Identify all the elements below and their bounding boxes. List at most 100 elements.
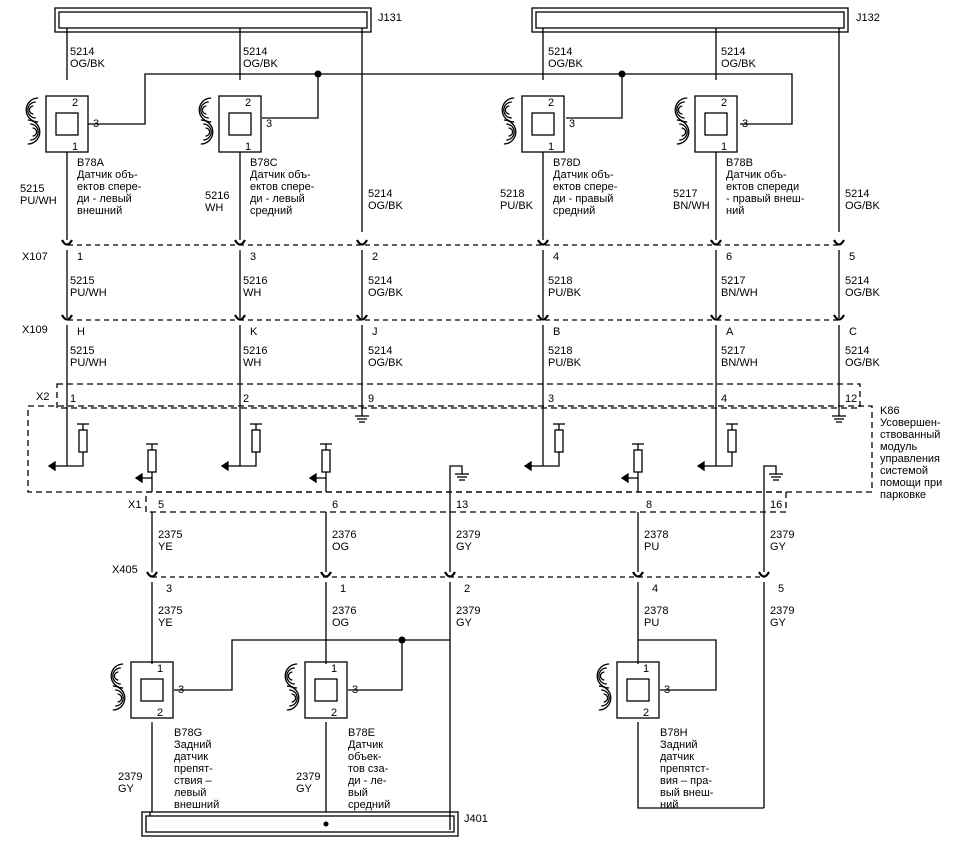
pin-label: 3 [664, 684, 670, 696]
sensor-description: вый внеш- [660, 787, 714, 799]
splice-j401-label: J401 [464, 813, 488, 825]
pin-label: 1 [245, 141, 251, 153]
wire-label: 5214 [243, 46, 267, 58]
front-top-wire-labels: 5214 OG/BK 5214 OG/BK 5214 OG/BK 5214 OG… [70, 46, 757, 70]
x109-pin: A [710, 314, 734, 338]
row2-wire-labels: 5215 PU/WH 5216 WH 5214 OG/BK 5218 PU/BK… [70, 275, 881, 299]
x405-pin: 5 [758, 571, 784, 595]
pin-label: B [553, 326, 560, 338]
wire-label: OG/BK [368, 200, 404, 212]
wire-label: 2379 [456, 529, 480, 541]
pin-label: 3 [93, 118, 99, 130]
arrow-icon [47, 460, 56, 472]
sensor-body [218, 95, 262, 153]
pin-contact [833, 239, 845, 246]
pin-label: 1 [340, 583, 346, 595]
x109-x2-wires [66, 325, 840, 385]
pin-label: 1 [331, 663, 337, 675]
sensor-description: средний [348, 799, 390, 811]
signal-line [449, 465, 463, 512]
wire-label: WH [243, 287, 261, 299]
x107-pin: 4 [537, 239, 559, 263]
arrow-icon [134, 472, 143, 484]
sensor-description: ний [660, 799, 678, 811]
sensor-body [45, 95, 89, 153]
wire-label: 2375 [158, 605, 182, 617]
pin-label: 3 [742, 118, 748, 130]
wire-label: 5214 [368, 275, 392, 287]
wire-label: OG [332, 617, 349, 629]
wave-arc [27, 101, 36, 119]
wire-label: PU/BK [548, 287, 582, 299]
pin-label: 1 [157, 663, 163, 675]
wire-label: 2378 [644, 529, 668, 541]
pin-contact [234, 314, 246, 321]
sensor-description: Датчик объ- [250, 169, 311, 181]
pin-contact [444, 571, 456, 578]
x107-pin: 2 [356, 239, 378, 263]
pin-label: 1 [77, 251, 83, 263]
wire-label: OG/BK [368, 357, 404, 369]
pin-contact [710, 314, 722, 321]
x107-pin: 5 [833, 239, 855, 263]
arrow-icon [620, 472, 629, 484]
sensor-body [304, 661, 348, 719]
wire-label: 2378 [644, 605, 668, 617]
pin-label: 5 [158, 499, 164, 511]
pin-label: 13 [456, 499, 468, 511]
splice-j401: J401 [141, 811, 488, 837]
sensor-description: вия – пра- [660, 775, 712, 787]
pin-contact [356, 239, 368, 246]
pin-label: 1 [643, 663, 649, 675]
wire-label: OG/BK [243, 58, 279, 70]
wave-arc [200, 101, 209, 119]
sensor-element [140, 678, 164, 702]
rear-row1-labels: 2375 YE 2376 OG 2379 GY 2378 PU 2379 GY [158, 529, 794, 553]
wire-label: 5214 [845, 275, 869, 287]
wire-label: PU/WH [70, 357, 107, 369]
resistor [633, 449, 643, 473]
rear-sensor-wires [151, 582, 765, 830]
pin-label: 4 [652, 583, 658, 595]
wire-label: PU [644, 617, 659, 629]
wire-label: PU/BK [548, 357, 582, 369]
sensor-element [531, 112, 555, 136]
wire-label: OG/BK [721, 58, 757, 70]
pin-label: H [77, 326, 85, 338]
pin-label: 2 [372, 251, 378, 263]
pin-label: 3 [352, 684, 358, 696]
sensor-description: Датчик [348, 739, 383, 751]
splice-j132-label: J132 [856, 12, 880, 24]
wave-arc [286, 685, 300, 711]
pin-label: 5 [849, 251, 855, 263]
signal-line [67, 452, 84, 467]
sensor-description: датчик [660, 751, 694, 763]
wire-label: 5214 [845, 345, 869, 357]
wire-label: GY [770, 617, 787, 629]
pin-label: 3 [569, 118, 575, 130]
wire-label: 2376 [332, 529, 356, 541]
front-sensor-down-wires [66, 152, 717, 240]
sensor-id: B78A [77, 157, 105, 169]
x405-pin: 2 [444, 571, 470, 595]
x107-pin: 3 [234, 239, 256, 263]
wire-label: 5214 [368, 188, 392, 200]
connector-x107: X107 [22, 244, 840, 263]
ultrasonic-icon [501, 97, 517, 145]
wire-label: PU/WH [20, 195, 57, 207]
module-line: Усовершен- [880, 417, 941, 429]
wire-label: 5217 [673, 188, 697, 200]
wave-arc [598, 667, 607, 685]
pin-label: 3 [548, 393, 554, 405]
pin-label: 8 [646, 499, 652, 511]
sensor-description: датчик [174, 751, 208, 763]
pin-contact [320, 571, 332, 578]
sensor-body [694, 95, 738, 153]
resistor [251, 429, 261, 453]
pin-label: 1 [70, 393, 76, 405]
